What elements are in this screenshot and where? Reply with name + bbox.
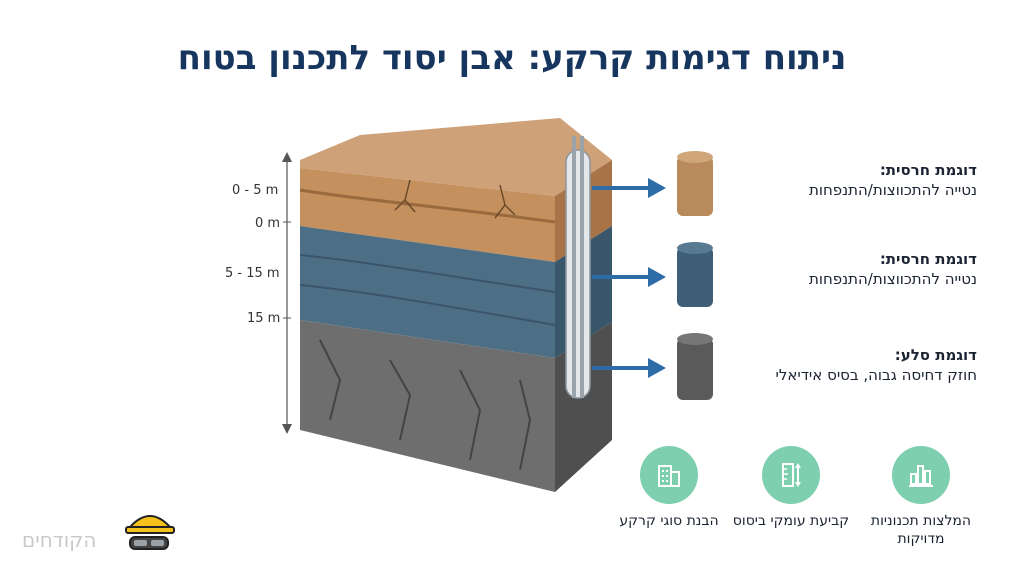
- depth-ruler-icon: [762, 446, 820, 504]
- depth-scale: [282, 152, 292, 434]
- sample-description-clay-1: דוגמת חרסית: נטייה להתכווצות/התנפחות: [717, 161, 977, 199]
- depth-label-15m: 15 m: [247, 311, 281, 326]
- clay-layer-front: [300, 226, 555, 358]
- sample-heading: דוגמת חרסית:: [879, 161, 977, 179]
- feature-label: המלצות תכנוניות מדויקות: [870, 513, 972, 547]
- brand-name: הקודחים: [22, 528, 97, 552]
- feature-foundation-depth: קביעת עומקי ביסוס: [726, 446, 856, 530]
- brand-logo: [18, 505, 178, 565]
- sample-description-clay-2: דוגמת חרסית: נטייה להתכווצות/התנפחות: [717, 250, 977, 288]
- feature-soil-types: הבנת סוגי קרקע: [604, 446, 734, 530]
- ground-surface: [300, 118, 612, 196]
- feature-planning-recommendations: המלצות תכנוניות מדויקות: [856, 446, 986, 548]
- sample-core-clay-2: [677, 242, 713, 307]
- sample-arrows: [592, 178, 666, 378]
- depth-label-0m: 0 m: [255, 216, 281, 231]
- depth-label-0-5m: 0 - 5 m: [232, 183, 279, 198]
- feature-label: הבנת סוגי קרקע: [619, 513, 719, 529]
- feature-label: קביעת עומקי ביסוס: [732, 513, 850, 529]
- sample-heading: דוגמת סלע:: [894, 346, 977, 364]
- sample-desc: נטייה להתכווצות/התנפחות: [809, 270, 977, 288]
- sample-core-rock: [677, 333, 713, 400]
- sample-desc: נטייה להתכווצות/התנפחות: [809, 181, 977, 199]
- bar-chart-icon: [892, 446, 950, 504]
- depth-label-5-15m: 5 - 15 m: [225, 266, 280, 281]
- building-icon: [640, 446, 698, 504]
- rock-layer-front: [300, 320, 555, 492]
- sample-desc: חוזק דחיסה גבוה, בסיס אידיאלי: [775, 366, 977, 384]
- sample-heading: דוגמת חרסית:: [879, 250, 977, 268]
- sample-description-rock: דוגמת סלע: חוזק דחיסה גבוה, בסיס אידיאלי: [717, 346, 977, 384]
- hardhat-goggles-icon: [125, 515, 175, 550]
- sand-layer-front: [300, 168, 555, 262]
- sample-core-clay-1: [677, 151, 713, 216]
- page-title: ניתוח דגימות קרקע: אבן יסוד לתכנון בטוח: [177, 38, 847, 78]
- borehole-pipe: [565, 136, 591, 399]
